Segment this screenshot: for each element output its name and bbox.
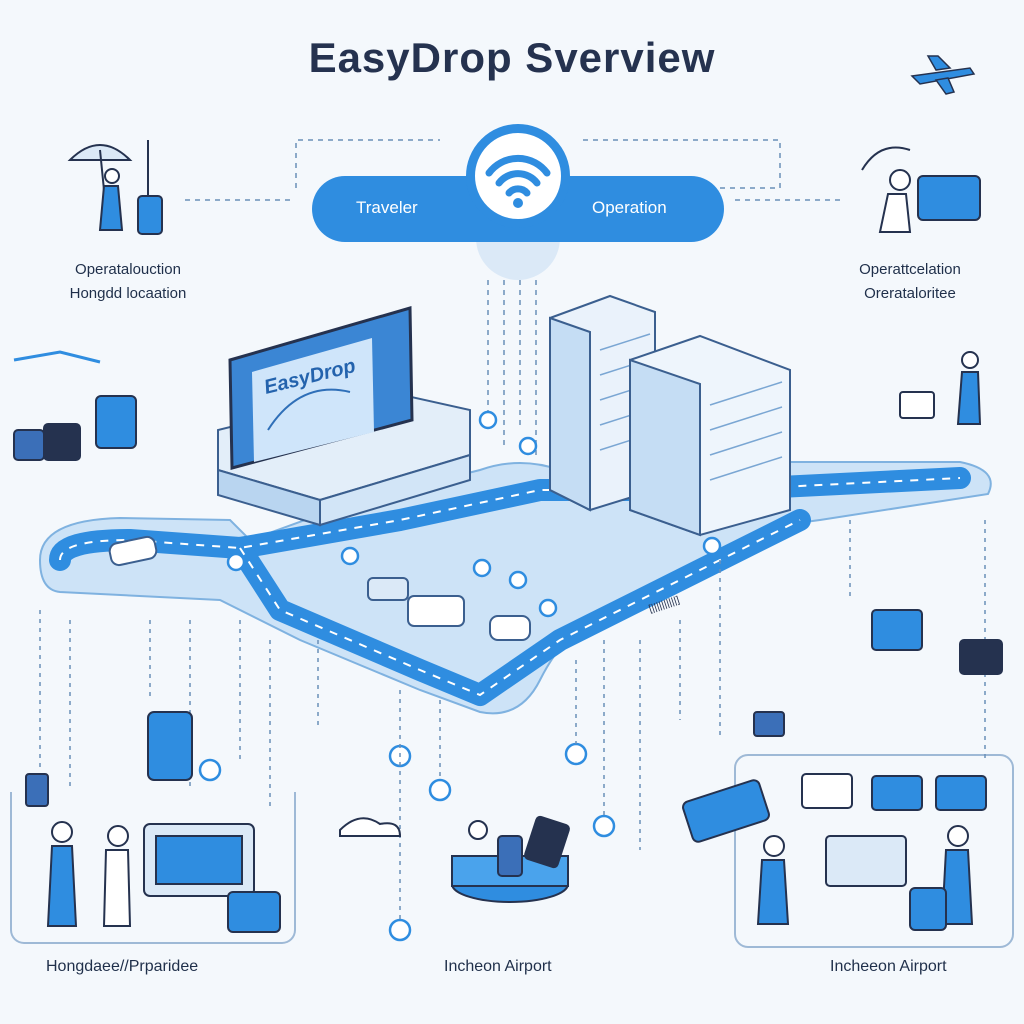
airplane-icon bbox=[910, 55, 976, 95]
suitcase-bottom-left bbox=[25, 711, 193, 807]
bottom-label-right: Incheeon Airport bbox=[830, 958, 947, 975]
location-pins bbox=[198, 410, 722, 942]
hub-connectors bbox=[185, 139, 840, 460]
hub-label-operation: Operation bbox=[592, 198, 667, 217]
left-caption: Operatalouction Hongdd locaation bbox=[28, 258, 228, 306]
hub-label-traveler: Traveler bbox=[356, 198, 418, 217]
handover-scene-left bbox=[46, 821, 281, 933]
office-tower-right bbox=[629, 334, 791, 537]
easydrop-billboard bbox=[228, 306, 414, 470]
handover-scene-right bbox=[756, 773, 987, 931]
luggage-group-left bbox=[13, 350, 137, 461]
bottom-label-center: Incheon Airport bbox=[444, 958, 552, 975]
airport-kiosk-scene bbox=[339, 815, 570, 903]
hub-circle bbox=[466, 124, 570, 228]
traveler-with-umbrella-illustration bbox=[67, 140, 163, 235]
office-tower-left bbox=[549, 294, 656, 512]
vehicles bbox=[108, 535, 531, 641]
right-bottom-panel bbox=[734, 754, 1014, 948]
right-caption-line1: Operattcelation bbox=[859, 261, 961, 278]
left-caption-line1: Operatalouction bbox=[75, 261, 181, 278]
diagram-title: EasyDrop Sverview bbox=[308, 34, 716, 81]
left-bottom-panel bbox=[10, 792, 296, 944]
operator-illustration bbox=[861, 146, 981, 233]
left-caption-line2: Hongdd locaation bbox=[69, 285, 187, 302]
right-caption-line2: Orerataloritee bbox=[864, 285, 956, 302]
locker-boxes-right bbox=[682, 351, 1003, 843]
right-caption: Operattcelation Orerataloritee bbox=[820, 258, 1000, 306]
bottom-label-left: Hongdaee//Prparidee bbox=[46, 958, 199, 975]
wifi-icon bbox=[485, 154, 551, 208]
